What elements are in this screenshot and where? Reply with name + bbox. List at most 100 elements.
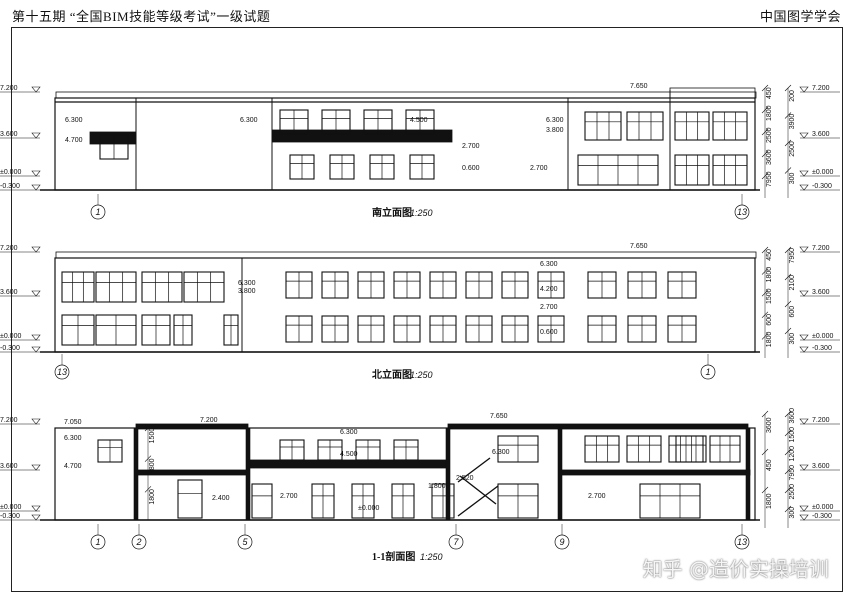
- level-triangle: [799, 86, 809, 93]
- dimension-tick: [761, 486, 769, 494]
- section-window: [709, 435, 741, 463]
- level-label: 3.800: [546, 127, 564, 134]
- level-label: 3.600: [0, 131, 18, 138]
- roof-cap: [55, 91, 757, 99]
- level-label: 3.600: [812, 131, 830, 138]
- dimension-label: 7950: [789, 248, 796, 264]
- dimension-label: 300: [789, 507, 796, 519]
- level-label: 6.300: [546, 117, 564, 124]
- axis-label: 9: [559, 537, 564, 547]
- dimension-tick: [761, 333, 769, 340]
- level-label: -0.300: [0, 183, 20, 190]
- south-window: [674, 111, 710, 141]
- level-label: 7.050: [64, 419, 82, 426]
- level-label: 2.700: [280, 493, 298, 500]
- level-label: 2.700: [588, 493, 606, 500]
- level-label: 6.300: [238, 280, 256, 287]
- level-label: ±0.000: [358, 505, 379, 512]
- level-label: 7.200: [812, 417, 830, 424]
- dimension-label: 2500: [766, 127, 773, 143]
- level-label: 2.400: [212, 495, 230, 502]
- section-window: [584, 435, 620, 463]
- level-triangle: [799, 464, 809, 471]
- axis-label: 5: [242, 537, 248, 547]
- level-triangle: [31, 514, 41, 521]
- level-label: 4.500: [340, 451, 358, 458]
- dimension-label: 1500: [789, 427, 796, 443]
- dimension-label: 1500: [149, 428, 156, 444]
- dimension-tick: [144, 455, 152, 462]
- level-label: 2.700: [530, 165, 548, 172]
- dimension-label: 450: [766, 459, 773, 471]
- level-triangle: [31, 418, 41, 425]
- railing-band: [89, 131, 137, 145]
- cut-floor-slab: [247, 459, 449, 469]
- section-window: [639, 483, 701, 519]
- dimension-tick: [784, 246, 792, 254]
- axis-label: 2: [135, 537, 141, 547]
- level-triangle: [31, 334, 41, 341]
- section-window: [626, 435, 662, 463]
- level-label: 6.300: [65, 117, 83, 124]
- exam-title: 第十五期 “全国BIM技能等级考试”一级试题: [12, 9, 271, 24]
- level-label: 4.700: [64, 463, 82, 470]
- dimension-label: 7950: [766, 171, 773, 187]
- dimension-tick: [144, 424, 152, 432]
- level-label: 7.200: [812, 85, 830, 92]
- view-title-south: 南立面图: [372, 206, 412, 219]
- dimension-tick: [784, 505, 792, 513]
- view-scale: 1:250: [420, 552, 443, 562]
- level-label: 4.700: [65, 137, 83, 144]
- axis-label: 13: [737, 537, 747, 547]
- dimension-label: 1200: [789, 446, 796, 462]
- level-triangle: [799, 334, 809, 341]
- level-label: ±0.000: [0, 504, 21, 511]
- dimension-tick: [144, 486, 152, 493]
- dimension-label: 600: [789, 306, 796, 318]
- dimension-tick: [784, 139, 792, 147]
- level-label: -0.300: [0, 513, 20, 520]
- level-label: 4.200: [540, 286, 558, 293]
- level-label: 7.200: [0, 417, 18, 424]
- section-door: [251, 483, 273, 519]
- axis-label: 13: [737, 207, 747, 217]
- south-window: [712, 154, 748, 186]
- level-label: 7.650: [630, 243, 648, 250]
- watermark: 知乎 @造价实操培训: [642, 557, 829, 581]
- dimension-label: 450: [766, 249, 773, 261]
- level-triangle: [31, 170, 41, 177]
- cut-wall: [745, 427, 751, 521]
- level-label: 1.800: [428, 483, 446, 490]
- level-triangle: [31, 246, 41, 253]
- level-label: 7.650: [630, 83, 648, 90]
- dimension-tick: [761, 128, 769, 136]
- level-label: 3.800: [238, 288, 256, 295]
- level-label: ±0.000: [812, 504, 833, 511]
- publisher-name: 中国图学学会: [759, 9, 841, 24]
- cut-wall: [557, 427, 563, 521]
- dimension-tick: [784, 273, 792, 281]
- dimension-label: 600: [766, 314, 773, 326]
- level-label: 3.600: [812, 289, 830, 296]
- roof-cap: [55, 251, 757, 259]
- level-label: 0.600: [540, 329, 558, 336]
- axis-label: 1: [95, 537, 100, 547]
- view-scale: 1:250: [410, 370, 433, 380]
- dimension-label: 3600: [766, 149, 773, 165]
- dimension-label: 200: [789, 90, 796, 102]
- level-label: 7.200: [0, 245, 18, 252]
- level-label: 6.300: [340, 429, 358, 436]
- dimension-tick: [761, 172, 769, 180]
- dimension-tick: [761, 268, 769, 275]
- level-label: 7.200: [0, 85, 18, 92]
- level-label: -0.300: [812, 183, 832, 190]
- dimension-tick: [761, 289, 769, 297]
- level-label: ±0.000: [0, 169, 21, 176]
- level-triangle: [799, 132, 809, 139]
- level-label: ±0.000: [812, 169, 833, 176]
- dimension-tick: [784, 448, 792, 456]
- level-triangle: [799, 418, 809, 425]
- level-triangle: [31, 184, 41, 191]
- cut-roof-slab: [447, 423, 749, 430]
- level-label: 2.700: [462, 143, 480, 150]
